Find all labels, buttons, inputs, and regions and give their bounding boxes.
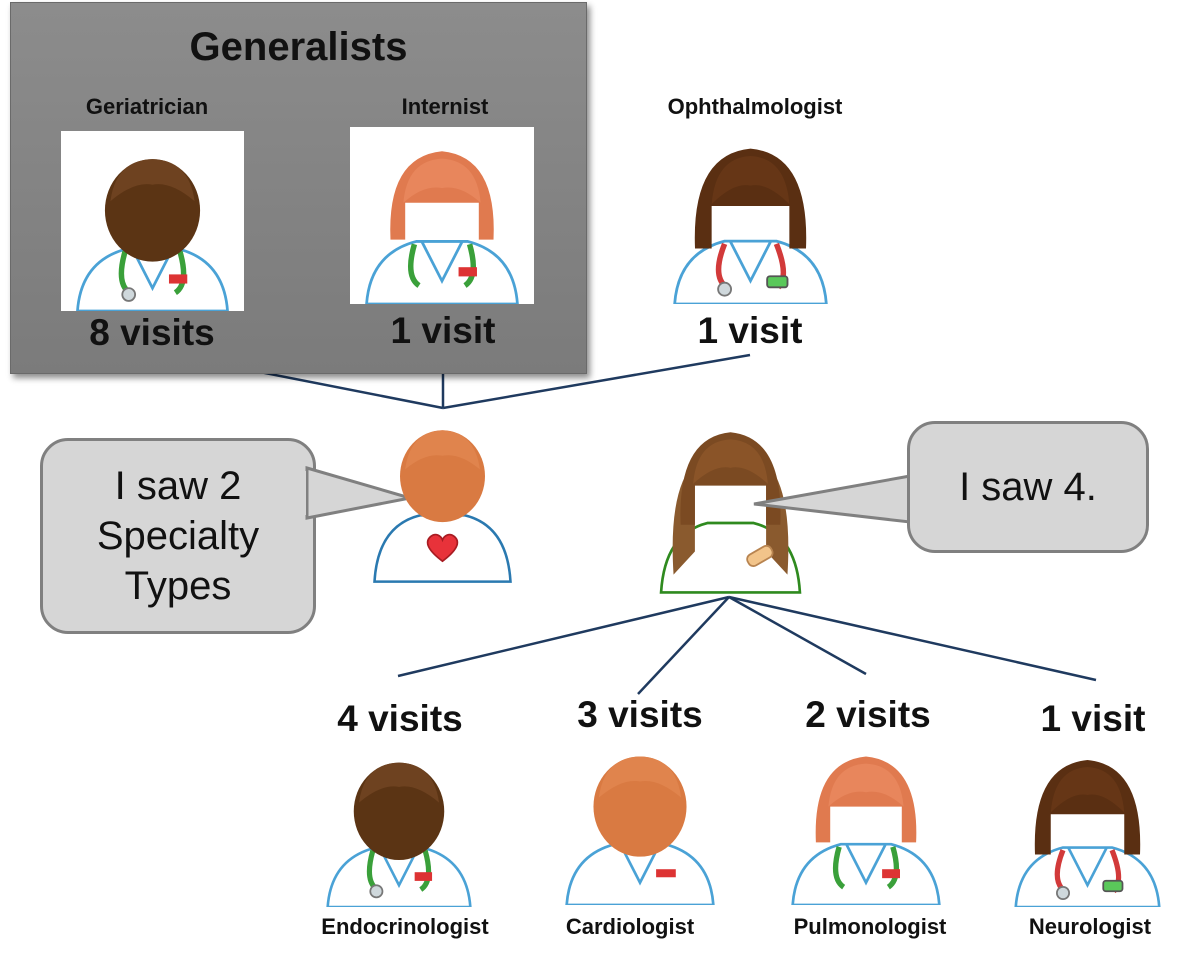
ophthalmologist-label: Ophthalmologist xyxy=(667,94,843,119)
endocrinologist-label: Endocrinologist xyxy=(321,914,489,939)
patient-left-avatar xyxy=(355,415,530,585)
right-speech-bubble: I saw 4. xyxy=(907,421,1149,553)
left-bubble-tail xyxy=(305,466,411,520)
left-speech-bubble: I saw 2 Specialty Types xyxy=(40,438,316,634)
pulmonologist-avatar xyxy=(776,735,956,905)
connector-pulmonologist xyxy=(728,595,867,676)
pulmonologist-visits: 2 visits xyxy=(805,694,931,735)
right-speech-text: I saw 4. xyxy=(959,465,1097,509)
generalists-title: Generalists xyxy=(189,25,408,69)
right-bubble-tail xyxy=(753,474,915,524)
neurologist-avatar xyxy=(1000,737,1175,907)
left-speech-text: I saw 2 Specialty Types xyxy=(96,464,260,608)
internist-label: Internist xyxy=(401,94,489,119)
cardiologist-avatar xyxy=(548,735,732,905)
neurologist-visits: 1 visit xyxy=(1040,698,1146,739)
generalists-group: Generalists xyxy=(10,2,587,374)
connector-cardiologist xyxy=(637,596,730,695)
cardiologist-visits: 3 visits xyxy=(577,694,703,735)
endocrinologist-avatar xyxy=(312,737,486,907)
internist-visits: 1 visit xyxy=(390,310,496,351)
internist-avatar xyxy=(350,127,534,304)
ophthalmologist-avatar xyxy=(658,127,843,304)
connector-neurologist xyxy=(728,595,1097,682)
cardiologist-label: Cardiologist xyxy=(565,914,695,939)
endocrinologist-visits: 4 visits xyxy=(337,698,463,739)
ophthalmologist-visits: 1 visit xyxy=(697,310,803,351)
connector-ophthalmologist xyxy=(442,353,751,410)
geriatrician-label: Geriatrician xyxy=(85,94,209,119)
connector-endocrinologist xyxy=(397,595,730,678)
geriatrician-visits: 8 visits xyxy=(89,312,215,353)
geriatrician-avatar xyxy=(61,131,244,311)
neurologist-label: Neurologist xyxy=(1028,914,1152,939)
pulmonologist-label: Pulmonologist xyxy=(793,914,947,939)
